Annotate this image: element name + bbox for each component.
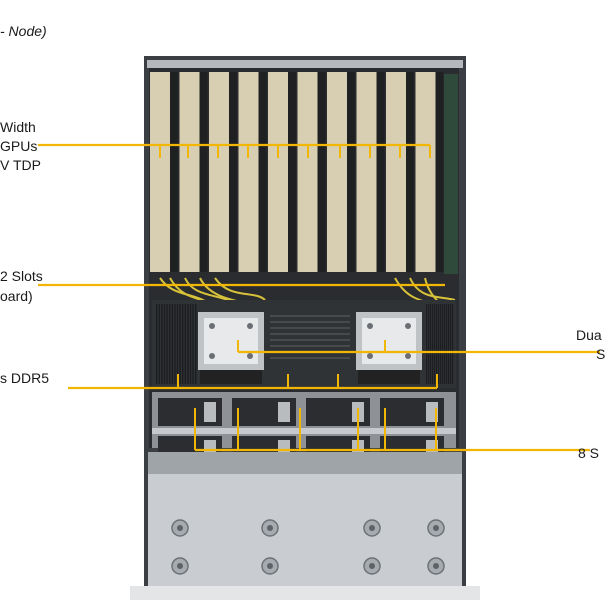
header-caption: - Node) bbox=[0, 23, 47, 39]
chassis-base bbox=[130, 586, 480, 600]
gpu-card-bracket bbox=[435, 72, 444, 272]
drive-bay-screws bbox=[171, 519, 445, 575]
gpu-card-bracket bbox=[376, 72, 385, 272]
dimm-slot bbox=[452, 304, 454, 384]
dimm-slot bbox=[179, 304, 181, 384]
dimm-slot bbox=[187, 304, 189, 384]
gpu-card bbox=[356, 72, 377, 272]
screw-center bbox=[433, 563, 439, 569]
dimm-slots bbox=[156, 304, 454, 384]
gpu-card-bracket bbox=[288, 72, 296, 272]
gpu-card bbox=[238, 72, 259, 272]
dimm-slot bbox=[174, 304, 176, 384]
callout-lines bbox=[38, 143, 600, 452]
riser-board bbox=[444, 74, 458, 274]
screw-center bbox=[433, 525, 439, 531]
gpu-card bbox=[268, 72, 288, 272]
fan-latch bbox=[278, 402, 290, 422]
dimm-slot bbox=[163, 304, 166, 384]
cpu-heatsink-2-icon bbox=[356, 312, 422, 384]
dimm-slot bbox=[156, 304, 158, 384]
screw-center bbox=[177, 563, 183, 569]
dimm-slot bbox=[450, 304, 452, 384]
screw-center bbox=[177, 525, 183, 531]
gpu-bank bbox=[150, 72, 444, 272]
screw-center bbox=[267, 525, 273, 531]
dimm-slot bbox=[426, 304, 428, 384]
callout-ticks bbox=[159, 145, 438, 450]
gpu-card bbox=[386, 72, 406, 272]
dimm-slot bbox=[440, 304, 442, 384]
dimm-slot bbox=[430, 304, 432, 384]
dimm-slot bbox=[169, 304, 171, 384]
dimm-slot bbox=[171, 304, 173, 384]
cpu-callout-line2: S bbox=[596, 346, 606, 362]
gpu-card-bracket bbox=[347, 72, 355, 272]
dimm-slot bbox=[434, 304, 436, 384]
gpu-card-bracket bbox=[258, 72, 267, 272]
dimm-slot bbox=[446, 304, 448, 384]
gpu-card bbox=[209, 72, 229, 272]
dimm-slot bbox=[166, 304, 168, 384]
gpu-card bbox=[179, 72, 200, 272]
chassis-top-rail bbox=[147, 60, 463, 68]
gpu-card-bracket bbox=[406, 72, 414, 272]
gpu-card-bracket bbox=[199, 72, 208, 272]
drive-bay-front bbox=[148, 452, 462, 586]
dimm-slot bbox=[182, 304, 184, 384]
gpu-card bbox=[327, 72, 347, 272]
gpu-card-bracket bbox=[170, 72, 178, 272]
gpu-card bbox=[415, 72, 436, 272]
dimm-slot bbox=[442, 304, 444, 384]
fan-rail bbox=[152, 428, 456, 434]
dimm-slot bbox=[436, 304, 438, 384]
gpu-callout-line1: Width bbox=[0, 119, 36, 135]
gpu-card bbox=[297, 72, 318, 272]
screw-center bbox=[369, 563, 375, 569]
gpu-card-bracket bbox=[317, 72, 326, 272]
dimm-slot bbox=[432, 304, 434, 384]
drives-callout-line1: 8 S bbox=[578, 445, 600, 461]
memory-callout-line1: s DDR5 bbox=[0, 370, 50, 386]
gpu-callout-line2: GPUs bbox=[0, 138, 38, 154]
dimm-slot bbox=[189, 304, 192, 384]
dimm-slot bbox=[448, 304, 450, 384]
dimm-slot bbox=[444, 304, 446, 384]
dimm-slot bbox=[438, 304, 440, 384]
gpu-card-bracket bbox=[229, 72, 237, 272]
gpu-callout-line3: V TDP bbox=[0, 157, 41, 173]
dimm-slot bbox=[195, 304, 197, 384]
slots-callout-line2: oard) bbox=[0, 288, 33, 304]
dimm-slot bbox=[176, 304, 179, 384]
vrm-heatsink-icon bbox=[270, 315, 350, 359]
dimm-slot bbox=[158, 304, 160, 384]
dimm-slot bbox=[192, 304, 194, 384]
gpu-card bbox=[150, 72, 170, 272]
dimm-slot bbox=[161, 304, 163, 384]
screw-center bbox=[267, 563, 273, 569]
dimm-slot bbox=[428, 304, 430, 384]
cpu-heatsink-1-icon bbox=[198, 312, 264, 384]
dimm-slot bbox=[184, 304, 186, 384]
slots-callout-line1: 2 Slots bbox=[0, 268, 43, 284]
screw-center bbox=[369, 525, 375, 531]
drive-bay-top bbox=[148, 452, 462, 474]
cpu-callout-line1: Dua bbox=[576, 327, 602, 343]
fan-latch bbox=[204, 402, 216, 422]
